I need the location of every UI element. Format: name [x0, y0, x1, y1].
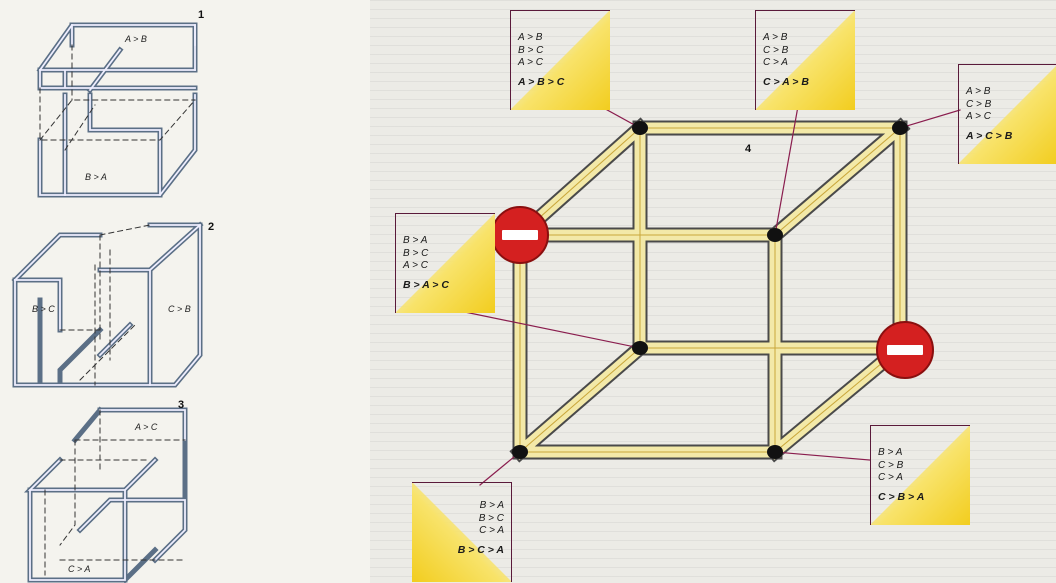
ordering-card: B > A B > C C > A B > C > A [412, 482, 512, 582]
cube-figure-4: 4 [454, 94, 961, 486]
relation-label: A > B [124, 34, 147, 44]
relation-label: A > C [134, 422, 158, 432]
card-line: A > B [763, 32, 788, 43]
ordering-card: A > B C > B A > C A > C > B [958, 64, 1056, 164]
ordering-card: B > A C > B C > A C > B > A [870, 425, 970, 525]
card-line: A > B [966, 86, 991, 97]
card-line: A > C [518, 57, 543, 68]
card-line: C > A [763, 57, 788, 68]
relation-label: C > B [168, 304, 191, 314]
relation-label: B > A [85, 172, 107, 182]
background-text-page [370, 0, 1056, 583]
card-result: A > C > B [966, 129, 1013, 142]
card-line: B > C [478, 512, 504, 524]
card-line: B > C [403, 247, 429, 259]
cube-figure-1: 1 A > B B > A [36, 9, 204, 198]
card-line: C > B [878, 459, 904, 471]
card-result: A > B > C [518, 75, 565, 88]
card-line: B > C [518, 44, 544, 56]
ordering-card: A > B B > C A > C A > B > C [510, 10, 610, 110]
card-line: C > B [966, 98, 992, 110]
cube-figure-3: 3 A > C C > A [23, 399, 188, 583]
card-line: B > A [878, 447, 903, 458]
card-line: C > B [763, 44, 789, 56]
ordering-card: B > A B > C A > C B > A > C [395, 213, 495, 313]
card-line: A > C [966, 111, 991, 122]
no-entry-icon [876, 321, 934, 379]
figure-number: 4 [745, 143, 752, 155]
card-line: A > C [403, 260, 428, 271]
relation-label: C > A [68, 564, 90, 574]
card-result: C > A > B [763, 75, 809, 88]
figure-number: 1 [198, 9, 204, 21]
card-result: C > B > A [878, 490, 925, 503]
relation-label: B > C [32, 304, 55, 314]
figure-number: 2 [208, 221, 214, 233]
card-line: A > B [518, 32, 543, 43]
cube-figure-2: 2 B > C C > B [11, 221, 214, 388]
card-line: B > A [403, 235, 428, 246]
ordering-card: A > B C > B C > A C > A > B [755, 10, 855, 110]
figure-number: 3 [178, 399, 184, 411]
card-line: B > A [479, 500, 504, 511]
no-entry-icon [491, 206, 549, 264]
card-result: B > C > A [457, 543, 504, 556]
card-line: C > A [479, 525, 504, 536]
card-line: C > A [878, 472, 903, 483]
card-result: B > A > C [403, 278, 449, 291]
